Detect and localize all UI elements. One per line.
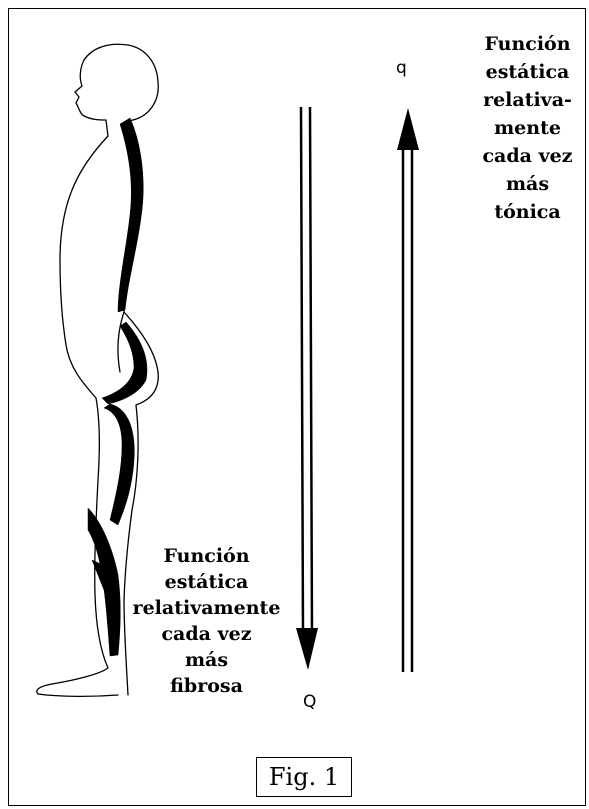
down-arrow-letter: Q: [303, 692, 316, 712]
label-tonic-line: estática: [470, 58, 585, 86]
label-tonic-line: tónica: [470, 198, 585, 226]
down-arrow: [296, 107, 318, 670]
label-tonic-function: Función estática relativa- mente cada ve…: [470, 30, 585, 226]
label-tonic-line: Función: [470, 30, 585, 58]
label-fibrous-line: cada vez: [124, 621, 289, 647]
up-arrow: [397, 108, 419, 672]
back-muscle-band: [118, 118, 143, 312]
up-arrowhead: [397, 108, 419, 150]
label-fibrous-function: Función estática relativamente cada vez …: [124, 543, 289, 699]
head-outline: [75, 44, 158, 136]
label-fibrous-line: más: [124, 647, 289, 673]
down-arrow-shaft-right: [310, 107, 312, 635]
gluteal-band: [102, 322, 147, 404]
label-tonic-line: mente: [470, 114, 585, 142]
body-front-outline: [37, 136, 118, 696]
label-tonic-line: cada vez: [470, 142, 585, 170]
label-fibrous-line: estática: [124, 569, 289, 595]
down-arrowhead: [296, 628, 318, 670]
label-fibrous-line: fibrosa: [124, 673, 289, 699]
thigh-band: [104, 404, 134, 525]
label-tonic-line: relativa-: [470, 86, 585, 114]
down-arrow-shaft-left: [301, 107, 303, 635]
label-tonic-line: más: [470, 170, 585, 198]
label-fibrous-line: relativamente: [124, 595, 289, 621]
label-fibrous-line: Función: [124, 543, 289, 569]
figure-caption: Fig. 1: [256, 757, 352, 797]
up-arrow-letter: q: [396, 58, 407, 78]
back-inner-curve: [118, 312, 124, 372]
